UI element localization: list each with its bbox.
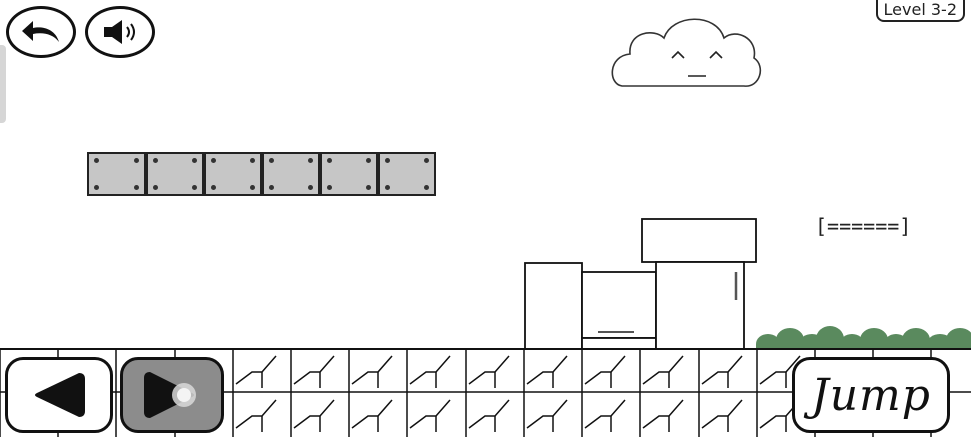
jump-label: Jump <box>811 369 931 421</box>
metal-block <box>378 152 436 196</box>
sound-button[interactable] <box>85 6 155 58</box>
back-button[interactable] <box>6 6 76 58</box>
left-triangle-icon <box>35 373 85 417</box>
speaker-icon <box>104 20 135 44</box>
right-triangle-icon <box>144 372 196 418</box>
metal-block <box>320 152 378 196</box>
metal-block <box>87 152 146 196</box>
jump-button[interactable]: Jump <box>792 357 950 433</box>
fridge-body <box>655 261 745 350</box>
progress-indicator: [======] <box>815 214 912 238</box>
fridge-top <box>641 218 757 263</box>
kitchen-props <box>524 218 757 350</box>
cloud-enemy <box>611 18 762 87</box>
metal-block <box>146 152 204 196</box>
microwave <box>581 271 657 339</box>
cabinet <box>524 262 583 350</box>
metal-block <box>204 152 262 196</box>
metal-block <box>262 152 320 196</box>
move-left-button[interactable] <box>5 357 113 433</box>
move-right-button[interactable] <box>120 357 224 433</box>
level-label: Level 3-2 <box>875 0 965 22</box>
side-drawer-tab[interactable] <box>0 45 6 123</box>
metal-platform <box>87 152 436 196</box>
back-arrow-icon <box>22 21 59 42</box>
